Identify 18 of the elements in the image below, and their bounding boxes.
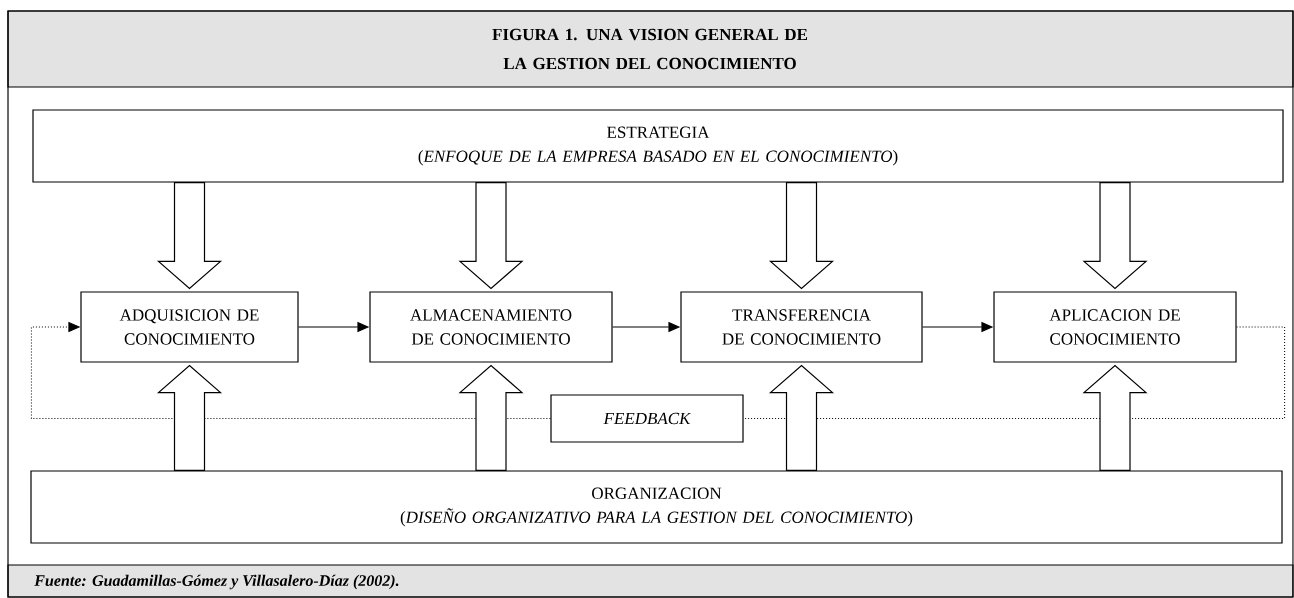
organization-box: ORGANIZACION (DISEÑO ORGANIZATIVO PARA LA GESTION DEL CONOCIMIENTO) [30,470,1283,544]
feedback-box: FEEDBACK [550,394,744,443]
block-arrow [1082,182,1148,290]
process-box: APLICACION DE CONOCIMIENTO [993,291,1237,363]
strategy-box: ESTRATEGIA (ENFOQUE DE LA EMPRESA BASADO EN EL CONOCIMIENTO) [32,109,1284,183]
title: FIGURA 1. UNA VISION GENERAL DE LA GESTION DEL CONOCIMIENTO [492,28,808,70]
block-arrow [156,182,223,290]
arrow [30,322,551,419]
process-box: ALMACENAMIENTO DE CONOCIMIENTO [369,291,613,363]
caption: Fuente: Guadamillas-Gómez y Villasalero-Díaz (2002). [34,574,399,590]
block-arrow [156,364,223,471]
process-box: ADQUISICION DE CONOCIMIENTO [80,291,299,363]
process-box: TRANSFERENCIA DE CONOCIMIENTO [680,291,923,363]
block-arrow [768,364,835,471]
block-arrow [768,182,835,290]
block-arrow [1082,364,1148,471]
block-arrow [458,364,524,471]
block-arrow [458,182,524,290]
